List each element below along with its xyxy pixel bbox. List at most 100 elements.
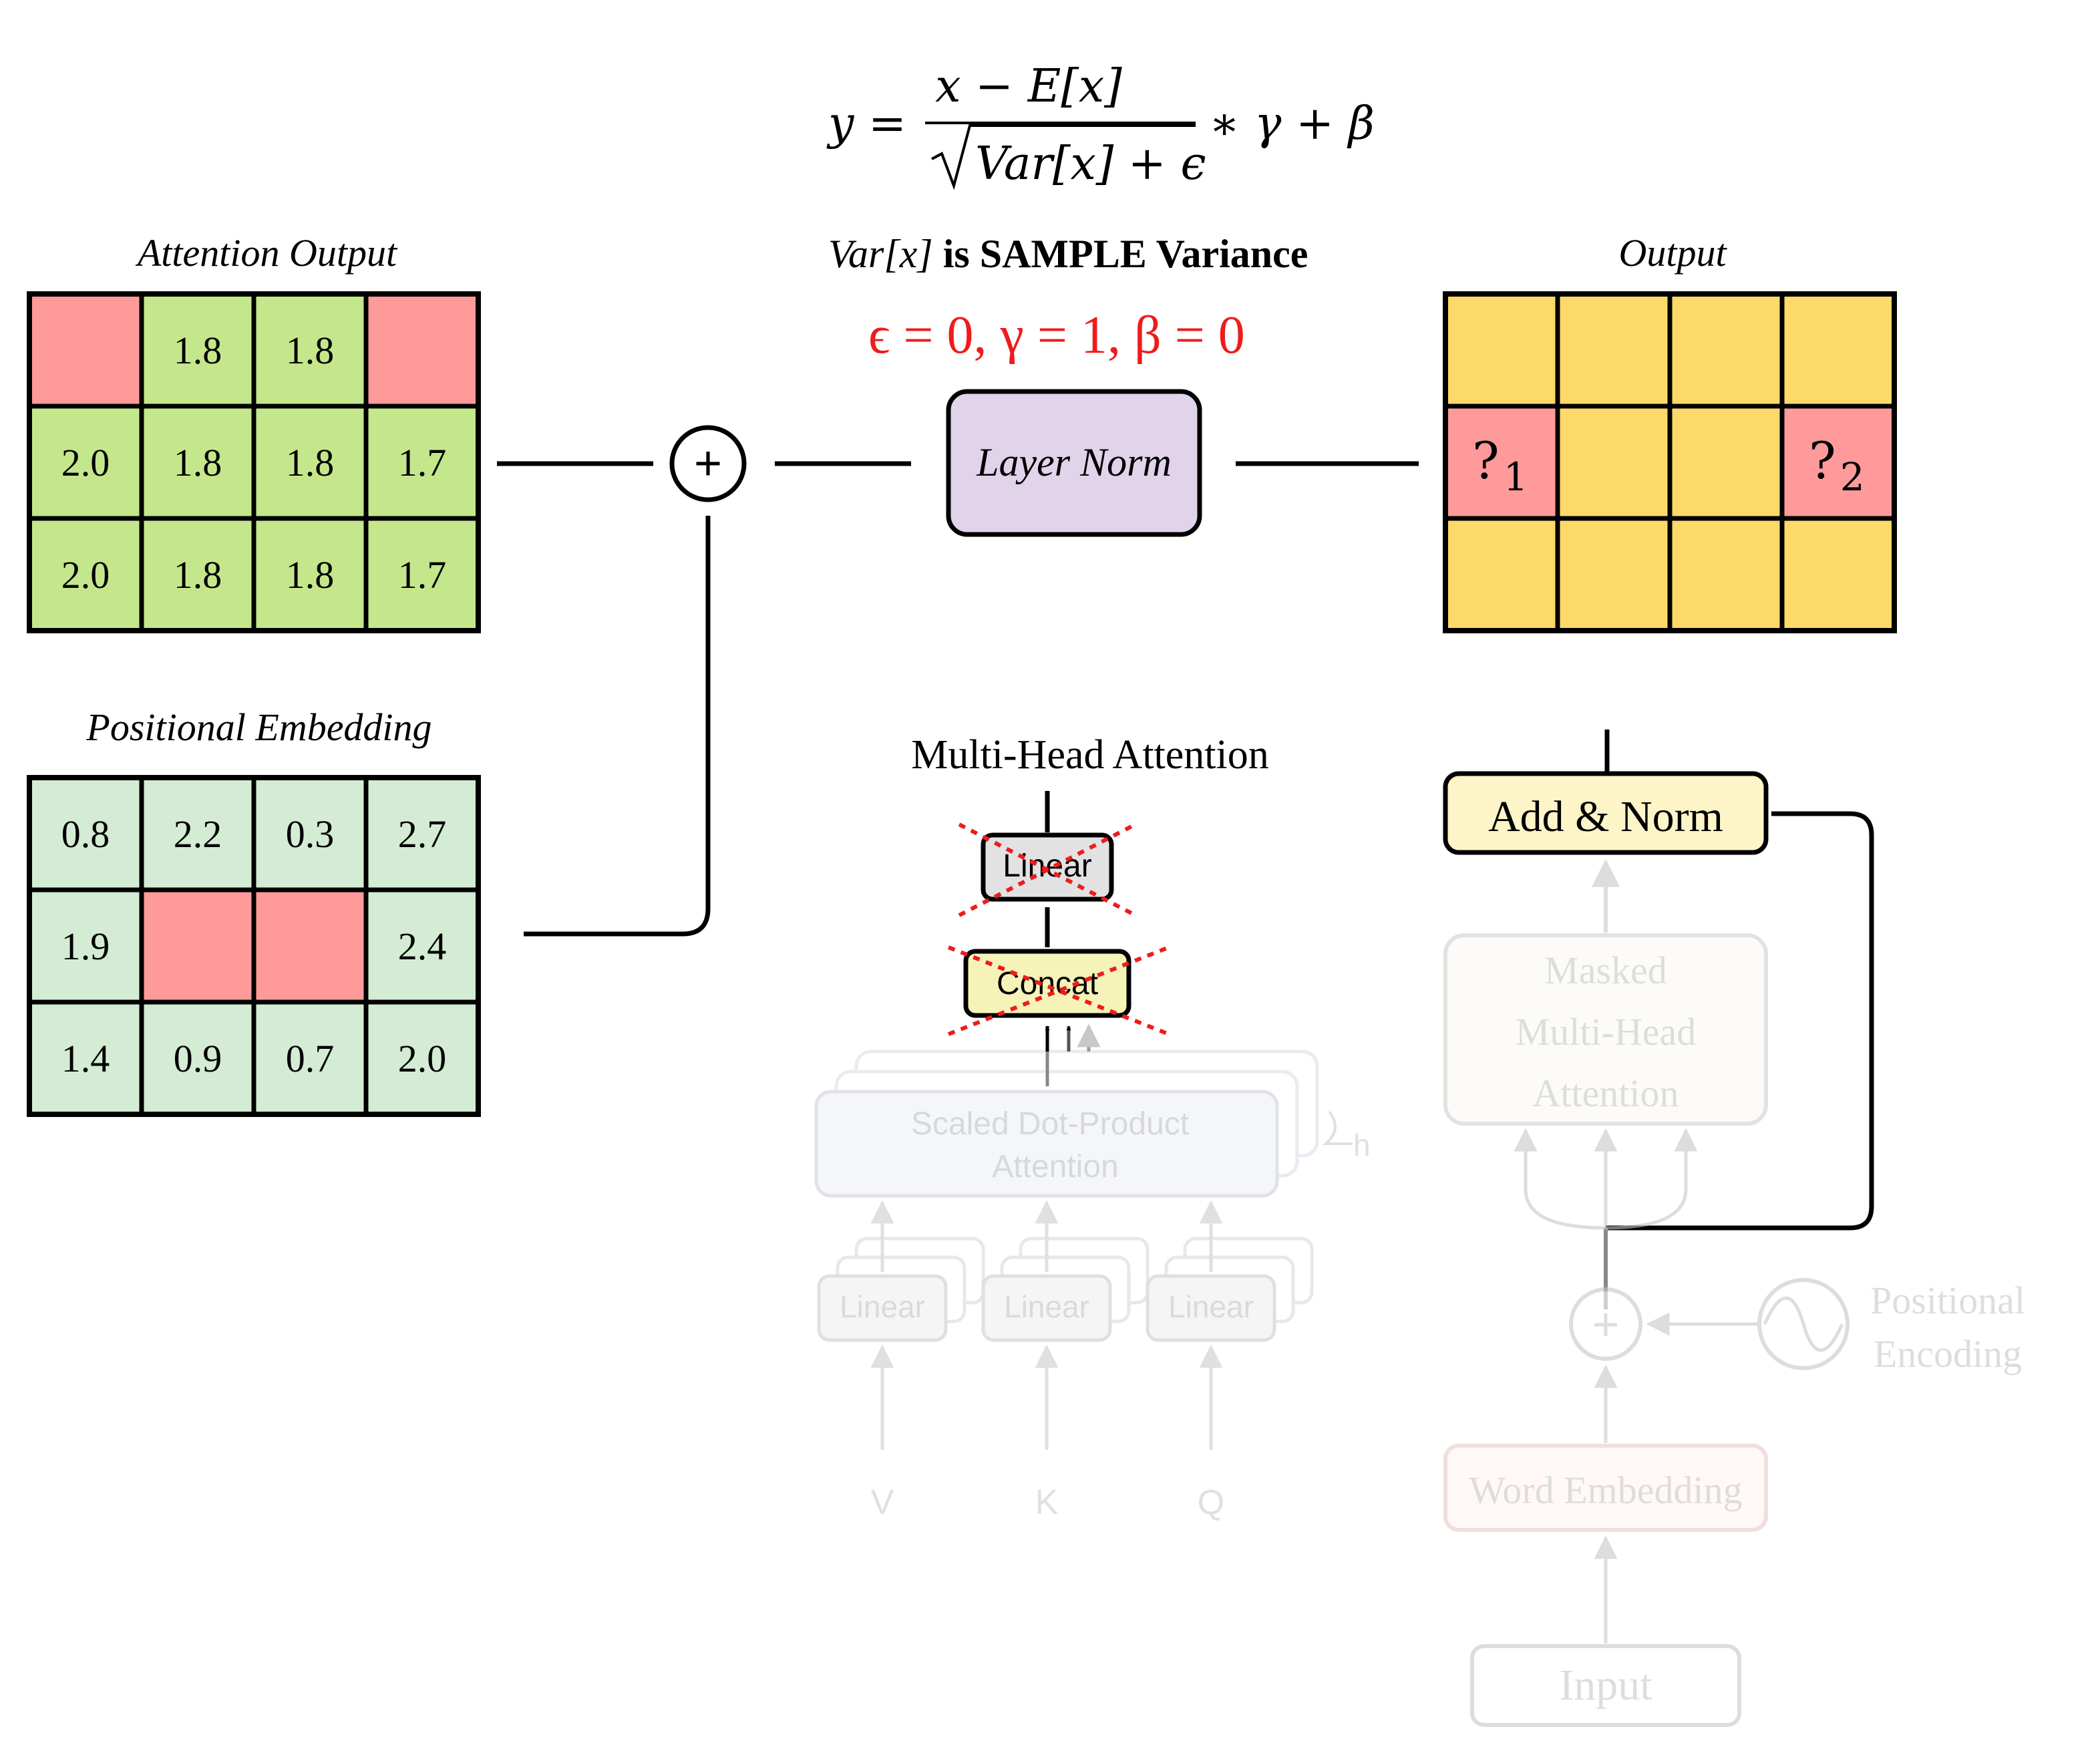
attention-output-value: 2.0 bbox=[61, 553, 110, 597]
output-cell-r1-c1 bbox=[1555, 404, 1673, 521]
linear-box-q-label: Linear bbox=[1168, 1289, 1254, 1324]
positional-embedding-cell-r1-c1 bbox=[139, 887, 256, 1005]
formula-equals: = bbox=[868, 98, 906, 150]
masked-label-line2: Multi-Head bbox=[1516, 1010, 1697, 1054]
positional-embedding-value: 0.8 bbox=[61, 812, 110, 856]
attention-output-value: 2.0 bbox=[61, 441, 110, 484]
positional-embedding-value: 2.4 bbox=[398, 925, 447, 968]
output-cell-r0-c0 bbox=[1443, 291, 1560, 409]
attention-output-cell-r2-c0 bbox=[27, 516, 144, 633]
add-norm-box bbox=[1443, 771, 1769, 855]
attention-output-value: 1.7 bbox=[398, 441, 447, 484]
formula-sqrt-sign bbox=[931, 124, 1196, 190]
h-bracket bbox=[1322, 1110, 1353, 1145]
linear-box-v-label: Linear bbox=[840, 1289, 925, 1324]
add-symbol: + bbox=[694, 437, 722, 490]
positional-embedding-cell-r2-c2 bbox=[251, 999, 369, 1117]
sdpa-label-line1: Scaled Dot-Product bbox=[911, 1106, 1189, 1142]
linear-cross-line-2 bbox=[958, 822, 1137, 917]
layer-norm-box bbox=[946, 389, 1202, 537]
linear-box-k-label: Linear bbox=[1004, 1289, 1089, 1324]
output-cell-r0-c3 bbox=[1779, 291, 1897, 409]
variance-note-text: Var[x] is SAMPLE Variance bbox=[828, 232, 1308, 276]
positional-embedding-cell-r2-c1 bbox=[139, 999, 256, 1117]
mha-faded-section: Scaled Dot-Product Attention h Linear Li… bbox=[814, 1050, 1371, 1522]
sdpa-label-line2: Attention bbox=[992, 1149, 1118, 1184]
masked-mha-box bbox=[1443, 933, 1768, 1126]
pe-add-symbol: + bbox=[1592, 1298, 1620, 1350]
mha-title: Multi-Head Attention bbox=[911, 732, 1269, 778]
output-unknown-2: ?2 bbox=[1809, 431, 1865, 500]
input-box bbox=[1470, 1644, 1741, 1727]
positional-embedding-value: 2.7 bbox=[398, 812, 447, 856]
input-v-label: V bbox=[871, 1483, 894, 1522]
linear-box-k bbox=[981, 1274, 1112, 1342]
input-k-label: K bbox=[1035, 1483, 1059, 1522]
word-embedding-box bbox=[1443, 1444, 1768, 1532]
variance-description: is SAMPLE Variance bbox=[933, 232, 1308, 276]
positional-embedding-value: 2.0 bbox=[398, 1037, 447, 1080]
concat-box bbox=[963, 949, 1131, 1018]
attention-output-border bbox=[27, 291, 481, 633]
output-cell-r2-c0 bbox=[1443, 516, 1560, 633]
output-border bbox=[1443, 291, 1897, 633]
variance-note: Var[x] is SAMPLE Variance ϵ = 0, γ = 1, … bbox=[828, 232, 1308, 365]
formula-y: y bbox=[826, 98, 855, 150]
linear-top-label: Linear bbox=[1003, 848, 1091, 884]
unknown-mark: ? bbox=[1809, 431, 1836, 490]
output-unknown-1: ?1 bbox=[1472, 431, 1528, 500]
params-note: ϵ = 0, γ = 1, β = 0 bbox=[868, 306, 1245, 365]
multi-head-attention-diagram: Multi-Head Attention Scaled Dot-Product … bbox=[814, 732, 1371, 1522]
arrow-to-masked-left bbox=[1514, 1128, 1606, 1230]
unknown-mark: ? bbox=[1472, 431, 1500, 490]
layer-norm-formula: y = x − E[x] Var[x] + ϵ ∗ γ + β bbox=[826, 60, 1375, 190]
decoder-faded-section: Masked Multi-Head Attention + Positional… bbox=[1443, 858, 2025, 1727]
attention-output-value: 1.8 bbox=[174, 329, 222, 372]
input-q-label: Q bbox=[1198, 1483, 1224, 1522]
attention-output-cell-r0-c0 bbox=[27, 291, 144, 409]
masked-label-line1: Masked bbox=[1544, 949, 1667, 992]
variance-symbol: Var[x] bbox=[828, 232, 933, 276]
output-cell-r0-c1 bbox=[1555, 291, 1673, 409]
arrow-to-masked-right bbox=[1605, 1128, 1698, 1230]
output-cell-r2-c2 bbox=[1667, 516, 1785, 633]
output-grid: ?1?2 bbox=[1443, 291, 1897, 633]
formula-numerator: x − E[x] bbox=[935, 60, 1122, 113]
positional-embedding-value: 0.7 bbox=[286, 1037, 335, 1080]
positional-embedding-value: 0.9 bbox=[174, 1037, 222, 1080]
add-norm-label: Add & Norm bbox=[1488, 792, 1723, 841]
output-cell-r0-c2 bbox=[1667, 291, 1785, 409]
output-title: Output bbox=[1618, 231, 1727, 275]
unknown-subscript: 1 bbox=[1504, 454, 1528, 500]
attention-output-value: 1.8 bbox=[174, 553, 222, 597]
attention-output-cell-r0-c3 bbox=[363, 291, 481, 409]
positional-encoding-line1: Positional bbox=[1870, 1279, 2025, 1322]
output-cell-r1-c3 bbox=[1779, 404, 1897, 521]
positional-encoding-line2: Encoding bbox=[1874, 1332, 2022, 1376]
output-cell-r2-c3 bbox=[1779, 516, 1897, 633]
decoder-block-diagram: Add & Norm Masked Multi-Head Attention +… bbox=[1443, 729, 2025, 1727]
sdpa-box bbox=[814, 1090, 1279, 1198]
attention-output-title: Attention Output bbox=[135, 231, 398, 275]
attention-output-value: 1.8 bbox=[286, 441, 335, 484]
arrow-positional-to-add bbox=[524, 515, 711, 937]
linear-box-v bbox=[817, 1274, 948, 1342]
unknown-subscript: 2 bbox=[1840, 454, 1865, 500]
positional-embedding-cell-r1-c2 bbox=[251, 887, 369, 1005]
sine-wave-icon bbox=[1763, 1296, 1844, 1352]
positional-embedding-border bbox=[27, 775, 481, 1117]
input-label: Input bbox=[1559, 1661, 1652, 1710]
main-flow: + Layer Norm bbox=[497, 389, 1419, 937]
formula-tail: ∗ γ + β bbox=[1209, 98, 1375, 150]
positional-embedding-cell-r0-c1 bbox=[139, 775, 256, 893]
output-cell-r1-c0 bbox=[1443, 404, 1560, 521]
word-embedding-label: Word Embedding bbox=[1469, 1468, 1742, 1512]
positional-embedding-value: 1.9 bbox=[61, 925, 110, 968]
add-circle bbox=[669, 425, 747, 502]
positional-embedding-title: Positional Embedding bbox=[85, 705, 431, 749]
attention-output-value: 1.7 bbox=[398, 553, 447, 597]
